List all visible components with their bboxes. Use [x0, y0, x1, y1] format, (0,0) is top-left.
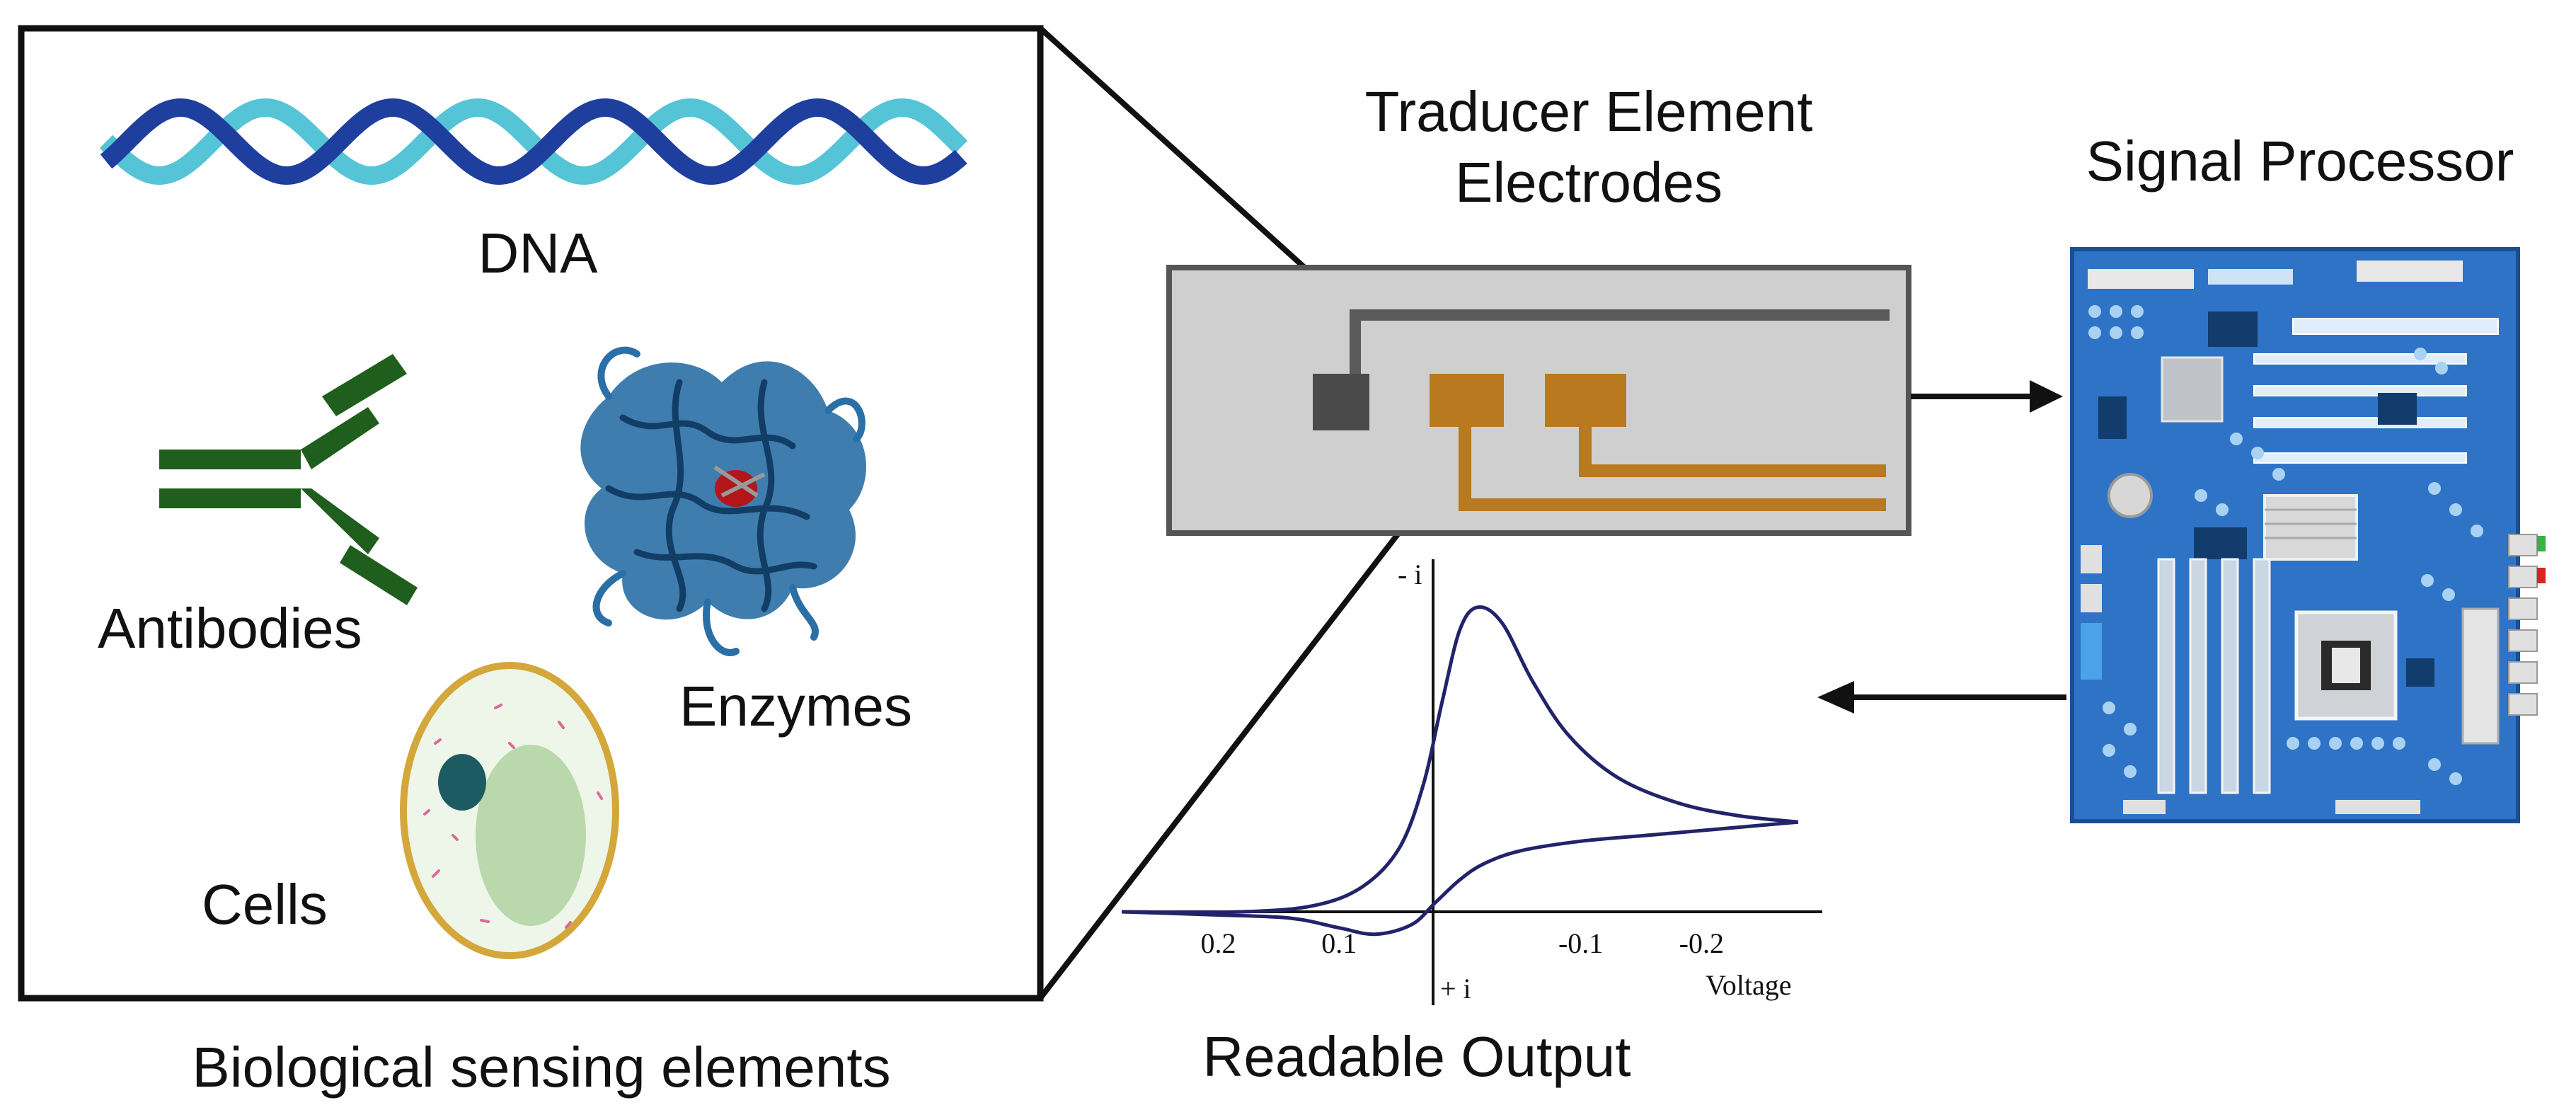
- x-axis-label: Voltage: [1706, 969, 1791, 1001]
- transducer-label-line2: Electrodes: [1455, 151, 1723, 214]
- x-tick-label: -0.2: [1679, 927, 1724, 959]
- dna-label: DNA: [478, 222, 599, 285]
- forward-scan-curve: [1121, 605, 1799, 915]
- y-axis-top-label: - i: [1398, 559, 1422, 590]
- voltammogram-chart: - i + i Voltage 0.2 0.1 -0.1 -0.2: [1121, 559, 1822, 1005]
- dna-helix-icon: [99, 98, 968, 185]
- antibody-icon: [159, 354, 418, 605]
- motherboard-icon: [2070, 247, 2546, 823]
- cell-icon: [400, 662, 619, 959]
- x-tick-label: 0.2: [1201, 927, 1236, 959]
- x-tick-label: 0.1: [1321, 927, 1357, 959]
- arrow-to-processor: [1911, 380, 2063, 413]
- y-axis-bottom-label: + i: [1440, 973, 1471, 1005]
- reverse-scan-curve: [1121, 820, 1799, 937]
- bio-caption: Biological sensing elements: [192, 1036, 890, 1099]
- enzyme-icon: [580, 346, 866, 656]
- cells-label: Cells: [202, 873, 328, 936]
- arrow-to-output: [1817, 681, 2066, 714]
- signal-processor-label: Signal Processor: [2086, 130, 2514, 193]
- enzymes-label: Enzymes: [679, 675, 912, 738]
- x-tick-label: -0.1: [1558, 927, 1603, 959]
- antibodies-label: Antibodies: [98, 597, 362, 660]
- transducer-label-line1: Traducer Element: [1365, 80, 1813, 143]
- readable-output-label: Readable Output: [1203, 1025, 1631, 1088]
- electrode-strip: [1166, 265, 1911, 536]
